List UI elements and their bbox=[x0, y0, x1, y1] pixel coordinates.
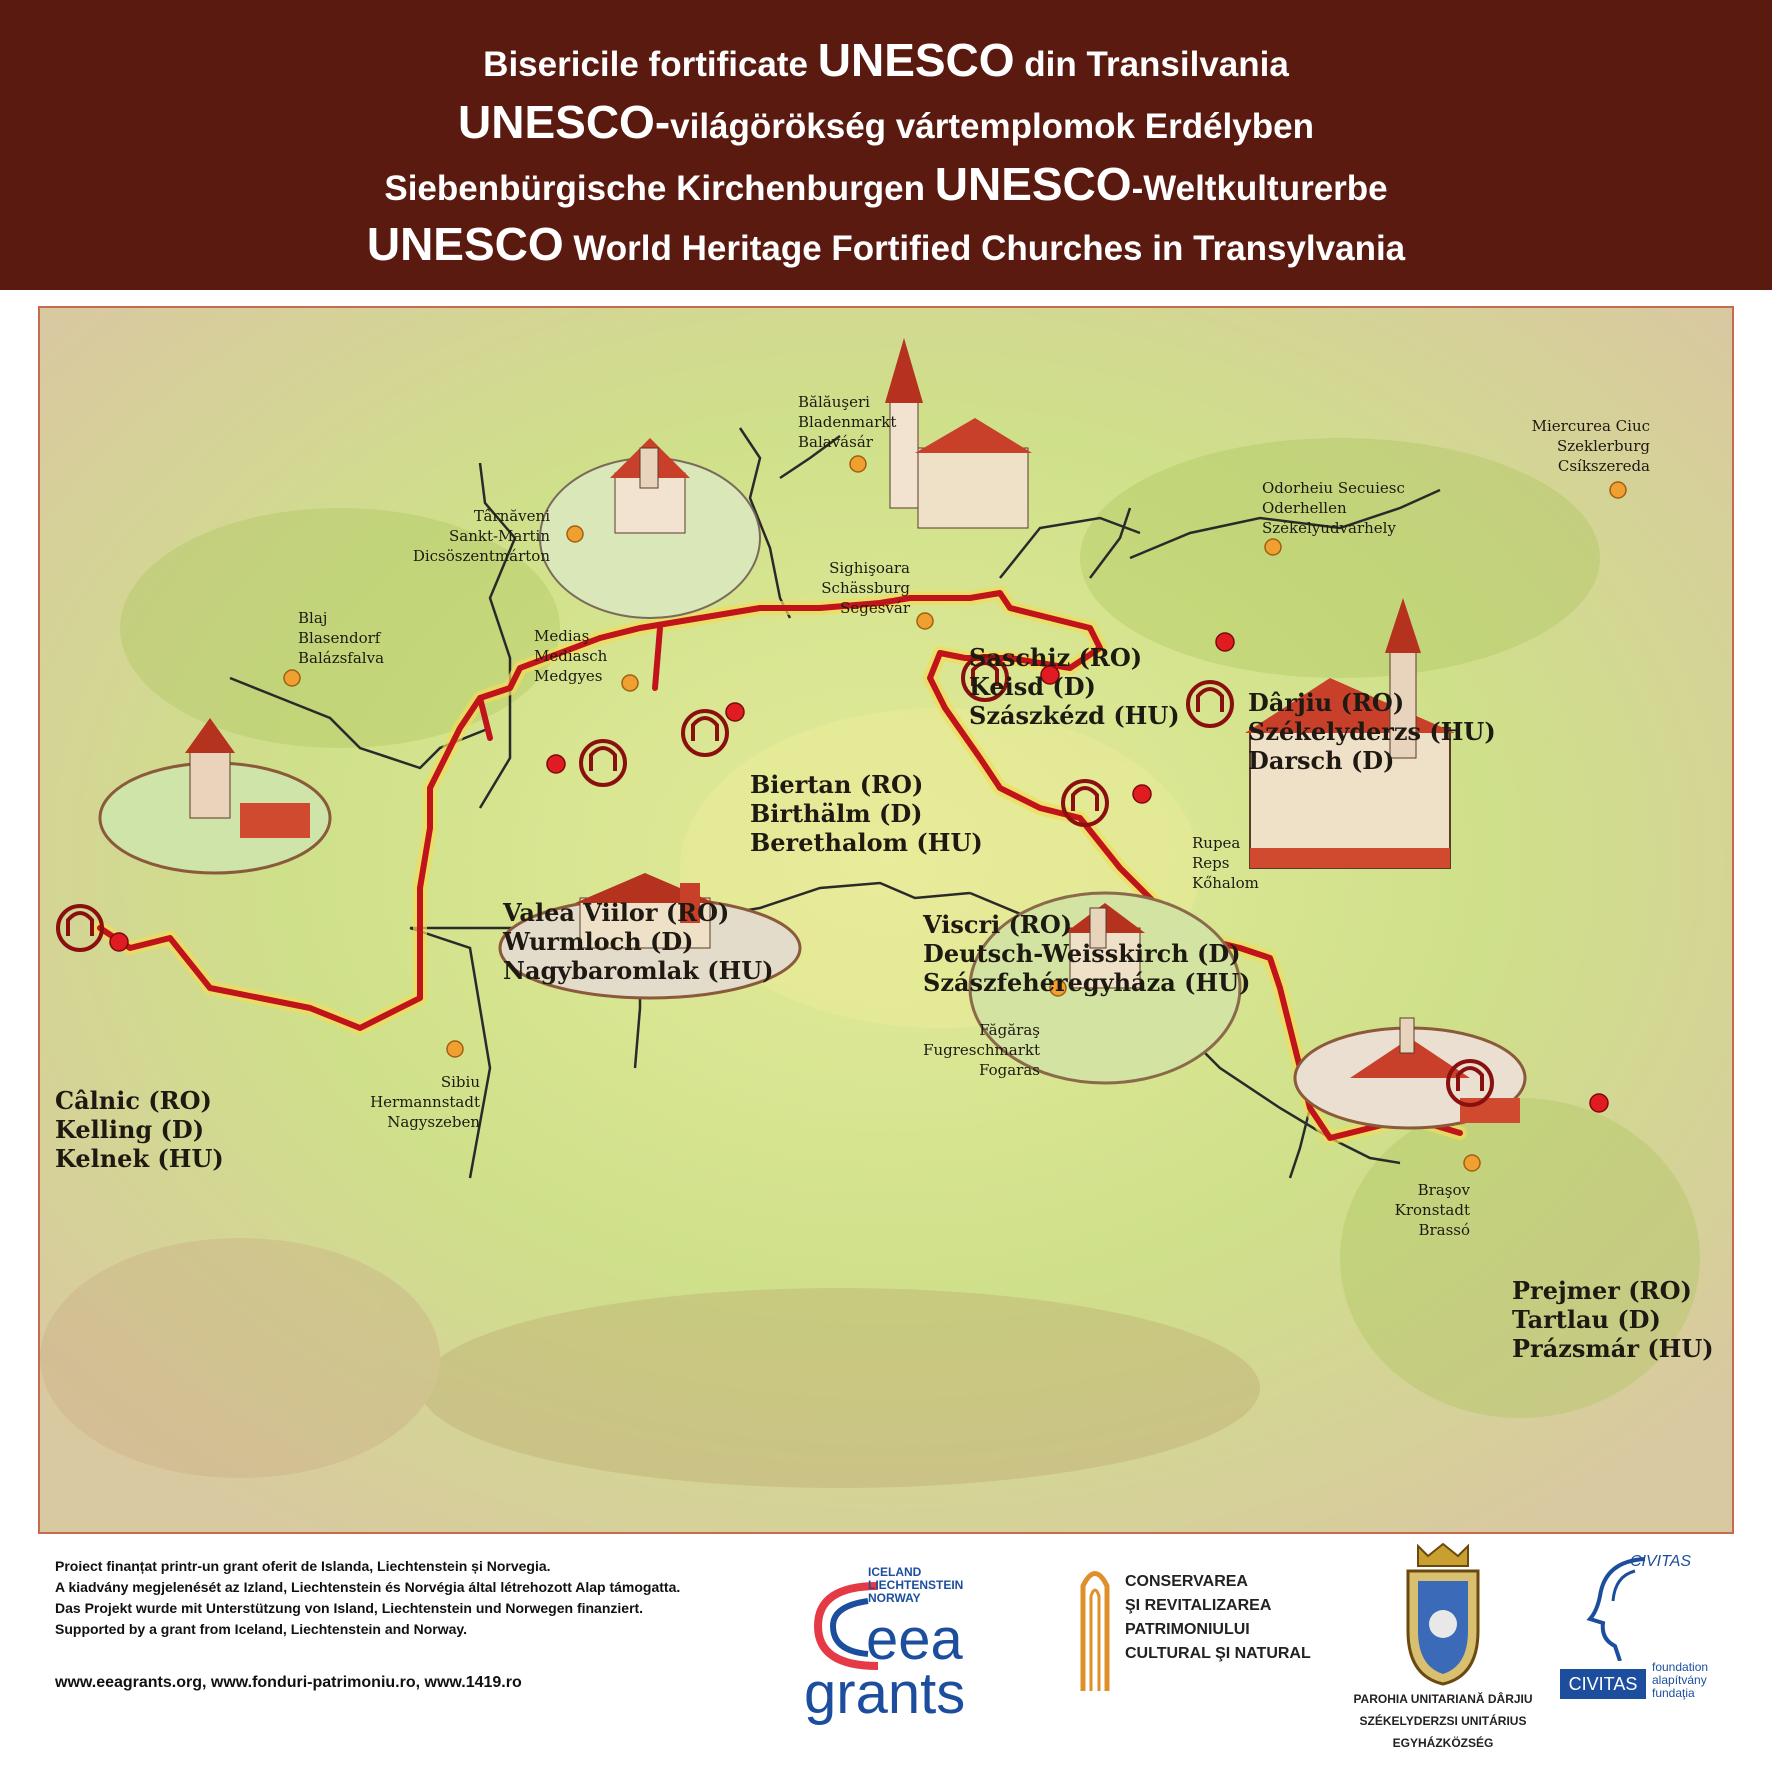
city-dot-balauseri bbox=[849, 455, 867, 473]
unesco-emblem-viscri bbox=[1061, 779, 1109, 827]
civitas-badge: CIVITAS bbox=[1560, 1669, 1646, 1699]
unesco-emblem-darjiu bbox=[1186, 680, 1234, 728]
footer-note-de: Das Projekt wurde mit Unterstützung von … bbox=[55, 1600, 644, 1616]
city-markers bbox=[283, 455, 1627, 1172]
city-dot-sighisoara bbox=[916, 612, 934, 630]
site-label-viscri: Viscri (RO)Deutsch-Weisskirch (D)Szászfe… bbox=[923, 910, 1251, 997]
city-dot-medias bbox=[621, 674, 639, 692]
unesco-emblem-valea-viilor bbox=[579, 739, 627, 787]
site-label-calnic: Câlnic (RO)Kelling (D)Kelnek (HU) bbox=[55, 1086, 224, 1173]
footer-note-ro: Proiect finanțat printr-un grant oferit … bbox=[55, 1558, 551, 1574]
site-label-prejmer: Prejmer (RO)Tartlau (D)Prázsmár (HU) bbox=[1512, 1276, 1714, 1363]
church-illustration-darjiu bbox=[1245, 598, 1455, 869]
site-label-biertan: Biertan (RO)Birthälm (D)Berethalom (HU) bbox=[750, 770, 983, 857]
title-line-de: Siebenbürgische Kirchenburgen UNESCO-Wel… bbox=[384, 158, 1388, 210]
city-dot-brasov bbox=[1463, 1154, 1481, 1172]
map-canvas bbox=[40, 308, 1732, 1532]
site-label-valea-viilor: Valea Viilor (RO)Wurmloch (D)Nagybaromla… bbox=[503, 898, 774, 985]
title-line-en: UNESCO World Heritage Fortified Churches… bbox=[366, 218, 1406, 270]
unesco-emblem-biertan bbox=[681, 709, 729, 757]
site-dot-saschiz bbox=[1040, 665, 1060, 685]
church-illustration-valea-viilor bbox=[498, 873, 802, 1000]
city-dot-fagaras bbox=[1049, 979, 1067, 997]
civitas-arc-text: CIVITAS bbox=[1630, 1553, 1692, 1570]
church-illustration-calnic bbox=[98, 718, 332, 875]
unesco-route bbox=[93, 586, 1467, 1145]
site-label-saschiz: Saschiz (RO)Keisd (D)Szászkézd (HU) bbox=[969, 643, 1180, 730]
site-dot-biertan bbox=[725, 702, 745, 722]
title-banner: Bisericile fortificate UNESCO din Transi… bbox=[0, 0, 1772, 290]
footer-urls[interactable]: www.eeagrants.org, www.fonduri-patrimoni… bbox=[55, 1674, 522, 1691]
eea-swoosh-icon bbox=[813, 1582, 879, 1670]
title-line-ro: Bisericile fortificate UNESCO din Transi… bbox=[483, 34, 1289, 86]
arch-column-icon bbox=[1080, 1571, 1110, 1691]
church-illustration-biertan bbox=[539, 438, 761, 619]
civitas-profile-icon bbox=[1586, 1557, 1646, 1661]
footer: Proiect finanțat printr-un grant oferit … bbox=[0, 1536, 1772, 1772]
title-line-hu: UNESCO-világörökség vártemplomok Erdélyb… bbox=[458, 96, 1314, 148]
city-dot-blaj bbox=[283, 669, 301, 687]
site-dot-viscri bbox=[1132, 784, 1152, 804]
grants-word: grants bbox=[804, 1661, 966, 1726]
site-dot-darjiu bbox=[1215, 632, 1235, 652]
site-dot-valea-viilor bbox=[546, 754, 566, 774]
unesco-emblem-saschiz bbox=[961, 654, 1009, 702]
church-illustration-viscri bbox=[968, 891, 1242, 1085]
site-dot-calnic bbox=[109, 932, 129, 952]
unesco-emblem-prejmer bbox=[1446, 1059, 1494, 1107]
site-markers bbox=[109, 632, 1609, 1113]
eea-word: eea bbox=[866, 1607, 963, 1672]
footer-note-en: Supported by a grant from Iceland, Liech… bbox=[55, 1621, 468, 1637]
map-background bbox=[40, 308, 1732, 1532]
site-label-darjiu: Dârjiu (RO)Székelyderzs (HU)Darsch (D) bbox=[1248, 688, 1496, 775]
city-dot-odorheiu bbox=[1264, 538, 1282, 556]
city-dot-miercurea bbox=[1609, 481, 1627, 499]
church-illustration-saschiz bbox=[885, 338, 1032, 529]
footer-note-hu: A kiadvány megjelenését az Izland, Liech… bbox=[55, 1579, 681, 1595]
site-dot-prejmer bbox=[1589, 1093, 1609, 1113]
city-dot-tarnaveni bbox=[566, 525, 584, 543]
unesco-emblems bbox=[56, 654, 1494, 1107]
unesco-emblem-calnic bbox=[56, 904, 104, 952]
coat-of-arms-icon bbox=[1406, 1542, 1480, 1686]
city-dot-sibiu bbox=[446, 1040, 464, 1058]
